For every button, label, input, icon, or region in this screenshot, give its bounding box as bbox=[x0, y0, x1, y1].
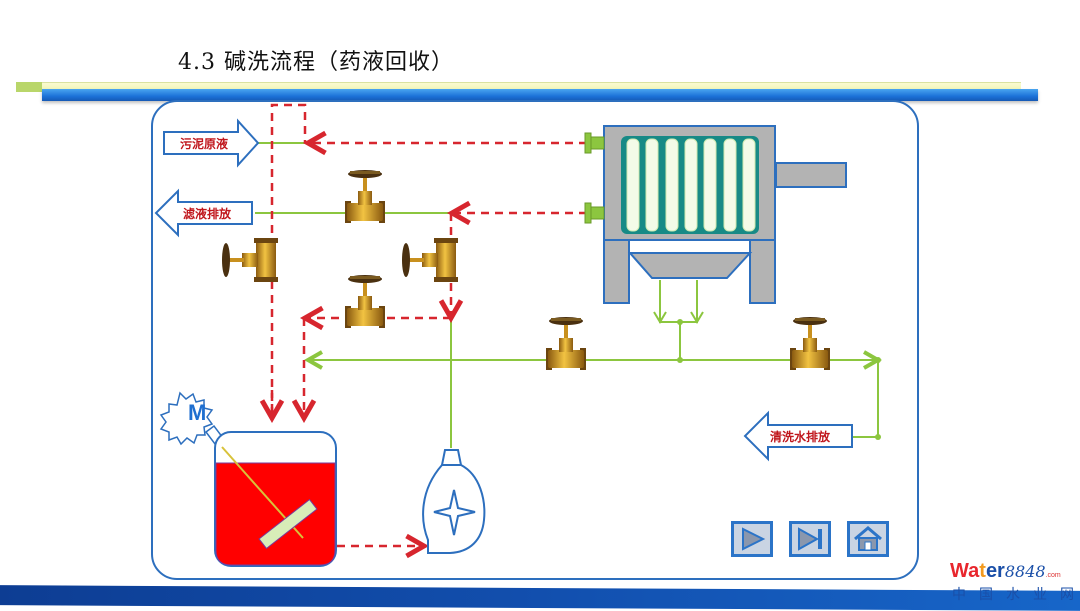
logo-com: .com bbox=[1045, 572, 1061, 579]
valve-rinse[interactable] bbox=[790, 317, 830, 370]
home-icon bbox=[854, 526, 882, 551]
valve-return-top[interactable] bbox=[345, 275, 385, 328]
rinse-water-discharge-label: 清洗水排放 bbox=[770, 429, 831, 444]
filter-manifold bbox=[659, 280, 698, 323]
membrane-filter-unit bbox=[584, 125, 847, 304]
water8848-logo: Water8848.com 中国水业网 bbox=[950, 560, 1074, 603]
mixer-motor: M bbox=[159, 391, 228, 450]
filtrate-discharge-label: 滤液排放 bbox=[183, 206, 232, 221]
circulation-pump bbox=[422, 449, 486, 554]
sludge-inlet-label: 污泥原液 bbox=[180, 136, 228, 151]
chemical-tank bbox=[214, 431, 337, 567]
valve-filtrate-branch[interactable] bbox=[402, 238, 458, 282]
next-button[interactable] bbox=[789, 521, 831, 557]
logo-num: 8848 bbox=[1004, 562, 1046, 581]
sludge-inlet-arrow: 污泥原液 bbox=[163, 118, 260, 168]
logo-water: Water bbox=[950, 560, 1005, 582]
play-icon bbox=[742, 527, 766, 551]
home-button[interactable] bbox=[847, 521, 889, 557]
mixer-blade bbox=[258, 498, 318, 550]
header-bar-blue bbox=[42, 89, 1038, 101]
valve-sludge-bypass[interactable] bbox=[222, 238, 278, 282]
valve-return-main[interactable] bbox=[546, 317, 586, 370]
header-bar-yellow bbox=[16, 82, 1021, 91]
filtrate-discharge-arrow: 滤液排放 bbox=[154, 188, 253, 238]
water-lines bbox=[255, 142, 878, 448]
next-icon bbox=[798, 527, 822, 551]
rinse-water-discharge-arrow: 清洗水排放 bbox=[743, 410, 853, 462]
valve-filtrate[interactable] bbox=[345, 170, 385, 223]
motor-label: M bbox=[188, 400, 206, 425]
header-bar-tip bbox=[16, 82, 42, 92]
logo-cn: 中国水业网 bbox=[952, 587, 1080, 603]
play-button[interactable] bbox=[731, 521, 773, 557]
slide-title: 4.3 碱洗流程（药液回收） bbox=[178, 50, 454, 75]
